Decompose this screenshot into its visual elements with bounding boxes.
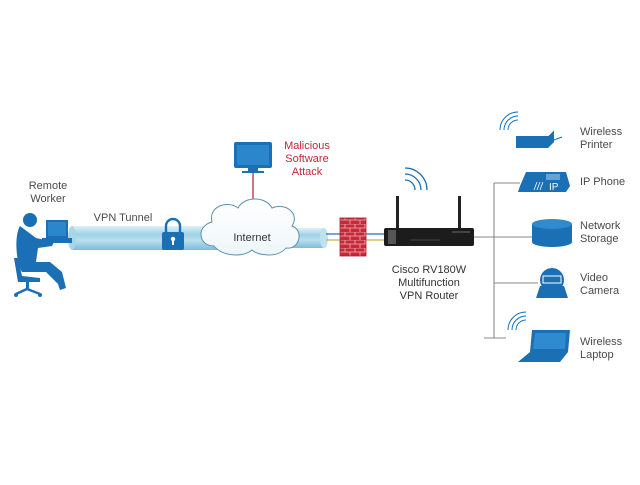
device-label-storage: Network Storage — [580, 220, 640, 246]
label-line: Cisco RV180W — [391, 264, 467, 276]
device-label-printer: Wireless Printer — [580, 126, 640, 152]
monitor-icon — [234, 142, 272, 173]
device-label-laptop: Wireless Laptop — [580, 336, 640, 362]
label-line: VPN Router — [399, 290, 459, 302]
label-line: Video — [580, 272, 608, 284]
storage-icon — [532, 219, 572, 247]
router-icon — [384, 196, 474, 246]
label-line: IP Phone — [580, 176, 626, 188]
internet-label: Internet — [233, 232, 271, 244]
attack-label: Malicious Software Attack — [272, 140, 342, 179]
person-at-computer-icon — [14, 213, 72, 297]
label-line: Multifunction — [398, 277, 460, 289]
label-line: Camera — [580, 285, 620, 297]
remote-worker-label: Remote Worker — [18, 180, 78, 206]
svg-text:IP: IP — [549, 182, 559, 193]
label-line: Wireless — [580, 126, 623, 138]
label-line: Worker — [30, 193, 66, 205]
camera-icon — [536, 268, 568, 298]
padlock-icon — [162, 217, 184, 250]
label-line: Printer — [580, 139, 613, 151]
firewall-icon — [339, 217, 367, 257]
laptop-wifi-icon — [507, 311, 527, 331]
router-label: Cisco RV180W Multifunction VPN Router — [384, 264, 474, 303]
label-line: Laptop — [580, 349, 614, 361]
laptop-icon — [518, 330, 570, 362]
label-line: Network — [580, 220, 621, 232]
device-label-ip-phone: IP Phone — [580, 176, 640, 189]
lan-bus — [474, 182, 538, 339]
vpn-tunnel — [68, 226, 222, 250]
label-line: Attack — [291, 166, 323, 178]
label-line: Software — [285, 153, 329, 165]
printer-icon — [516, 129, 563, 148]
label-line: Wireless — [580, 336, 623, 348]
printer-wifi-icon — [499, 111, 519, 131]
device-label-camera: Video Camera — [580, 272, 640, 298]
label-line: Remote — [28, 180, 68, 192]
label-line: Storage — [580, 233, 619, 245]
cloud-icon — [200, 198, 300, 256]
label-line: Malicious — [284, 140, 330, 152]
ip-phone-icon: IP — [518, 172, 570, 193]
wifi-signal-icon — [404, 167, 428, 191]
vpn-tunnel-label: VPN Tunnel — [93, 212, 153, 224]
